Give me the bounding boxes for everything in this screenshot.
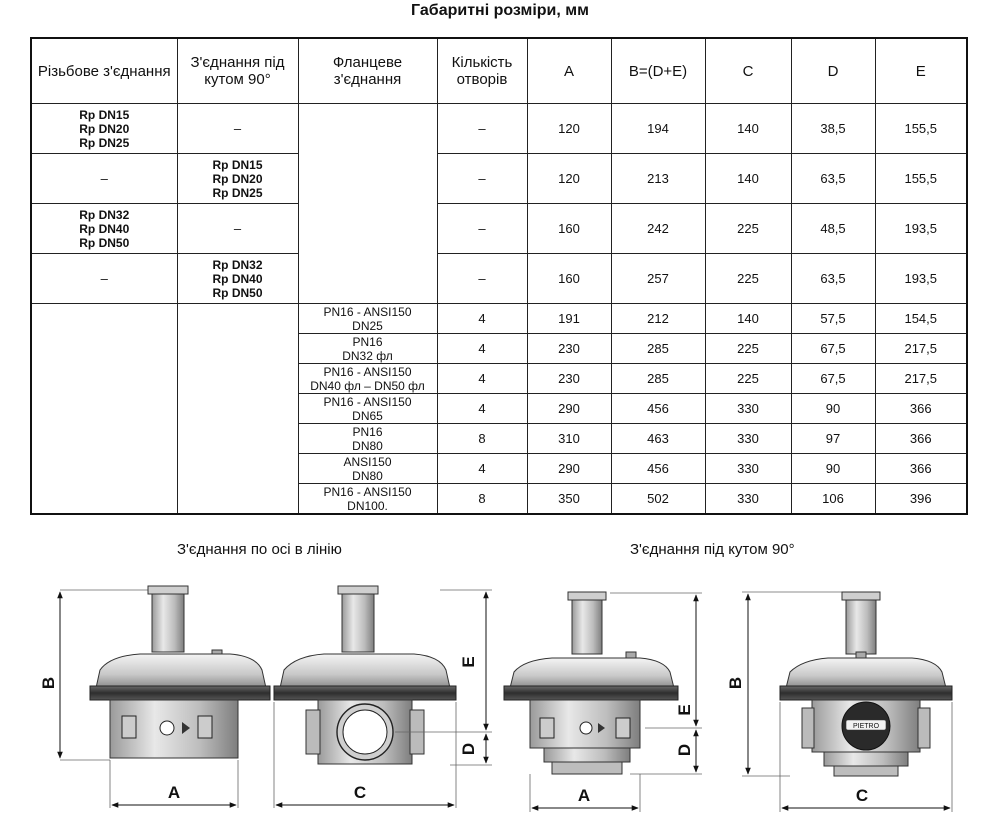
dim-label-e: E <box>675 704 694 715</box>
col-header-angle: З'єднання під кутом 90° <box>176 37 299 104</box>
cell-b: 502 <box>610 483 706 515</box>
dimensions-table: Різьбове з'єднання З'єднання під кутом 9… <box>30 37 968 515</box>
cell-a: 160 <box>526 253 612 304</box>
cell-e: 217,5 <box>874 363 968 394</box>
dim-label-d: D <box>675 744 694 756</box>
col-header-threaded: Різьбове з'єднання <box>30 37 178 104</box>
cell-holes: 4 <box>436 453 528 484</box>
cell-c: 330 <box>704 453 792 484</box>
col-header-e: E <box>874 37 968 104</box>
cell-b: 242 <box>610 203 706 254</box>
dim-label-c: C <box>856 786 868 805</box>
cell-holes: 4 <box>436 393 528 424</box>
dim-label-e: E <box>459 656 478 667</box>
drawing-inline-front: C E D <box>273 585 492 808</box>
dim-label-b: B <box>726 677 745 689</box>
cell-holes: – <box>436 103 528 154</box>
cell-c: 330 <box>704 423 792 454</box>
cell-b: 456 <box>610 393 706 424</box>
cell-holes: 4 <box>436 333 528 364</box>
cell-e: 366 <box>874 393 968 424</box>
col-header-c: C <box>704 37 792 104</box>
table-header-row: Різьбове з'єднання З'єднання під кутом 9… <box>30 37 968 104</box>
col-header-d: D <box>790 37 876 104</box>
caption-angle: З'єднання під кутом 90° <box>630 541 795 558</box>
cell-b: 194 <box>610 103 706 154</box>
dim-label-d: D <box>459 743 478 755</box>
cell-c: 225 <box>704 363 792 394</box>
cell-e: 366 <box>874 423 968 454</box>
cell-c: 140 <box>704 303 792 334</box>
cell-holes: 4 <box>436 363 528 394</box>
cell-a: 120 <box>526 103 612 154</box>
cell-holes: – <box>436 153 528 204</box>
cell-e: 366 <box>874 453 968 484</box>
col-header-b: B=(D+E) <box>610 37 706 104</box>
cell-threaded: – <box>30 253 178 304</box>
cell-b: 456 <box>610 453 706 484</box>
cell-c: 140 <box>704 103 792 154</box>
dim-label-b: B <box>39 677 58 689</box>
caption-inline: З'єднання по осі в лінію <box>177 541 342 558</box>
cell-a: 350 <box>526 483 612 515</box>
drawing-angle-side: A E D <box>503 591 702 812</box>
col-header-holes: Кількість отворів <box>436 37 528 104</box>
cell-angle: – <box>176 103 299 154</box>
cell-b: 212 <box>610 303 706 334</box>
cell-e: 193,5 <box>874 203 968 254</box>
drawing-angle-front: B PIETRO C <box>726 591 953 812</box>
dim-label-a: A <box>578 786 590 805</box>
page-title: Габаритні розміри, мм <box>411 2 589 19</box>
cell-e: 396 <box>874 483 968 515</box>
cell-c: 330 <box>704 393 792 424</box>
cell-threaded: – <box>30 153 178 204</box>
cell-a: 230 <box>526 363 612 394</box>
dim-label-c: C <box>354 783 366 802</box>
cell-c: 330 <box>704 483 792 515</box>
cell-a: 230 <box>526 333 612 364</box>
cell-d: 67,5 <box>790 363 876 394</box>
col-header-a: A <box>526 37 612 104</box>
cell-b: 213 <box>610 153 706 204</box>
nameplate-text: PIETRO <box>853 723 880 730</box>
dim-label-a: A <box>168 783 180 802</box>
cell-b: 285 <box>610 363 706 394</box>
cell-e: 217,5 <box>874 333 968 364</box>
cell-flange-empty <box>297 103 438 304</box>
drawing-inline-side: B A <box>39 585 271 808</box>
cell-e: 154,5 <box>874 303 968 334</box>
cell-a: 290 <box>526 453 612 484</box>
cell-holes: 8 <box>436 483 528 515</box>
cell-d: 106 <box>790 483 876 515</box>
cell-c: 225 <box>704 253 792 304</box>
